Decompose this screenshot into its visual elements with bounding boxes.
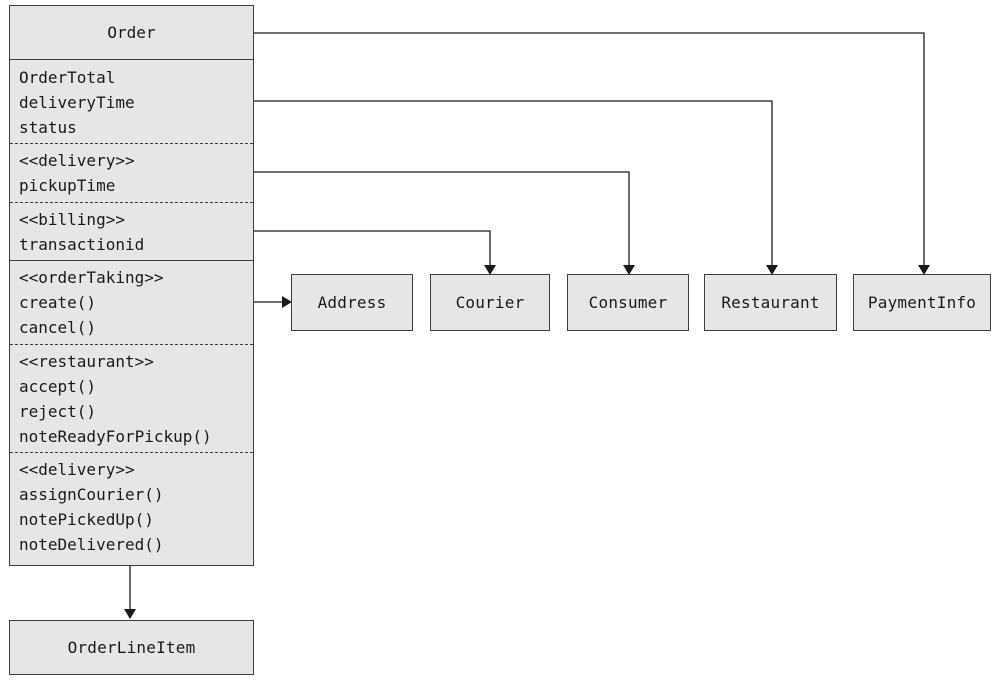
stereotype-order-taking: <<orderTaking>>: [19, 268, 164, 287]
restaurant-operations-section: <<restaurant>> accept() reject() noteRea…: [10, 345, 253, 453]
attribute-pickup-time: pickupTime: [19, 176, 116, 195]
attribute-order-total: OrderTotal: [19, 68, 116, 87]
order-taking-operations-section: <<orderTaking>> create() cancel(): [10, 261, 253, 345]
stereotype-billing: <<billing>>: [19, 210, 125, 229]
billing-attributes-section: <<billing>> transactionid: [10, 203, 253, 261]
operation-reject: reject(): [19, 402, 97, 421]
operation-create: create(): [19, 293, 97, 312]
order-attributes-section: OrderTotal deliveryTime status: [10, 60, 253, 144]
connector-transactionid-to-courier: [254, 230, 496, 275]
delivery-operations-section: <<delivery>> assignCourier() notePickedU…: [10, 453, 253, 565]
restaurant-class-box: Restaurant: [704, 274, 837, 331]
stereotype-delivery-ops: <<delivery>>: [19, 460, 135, 479]
address-class-box: Address: [291, 274, 413, 331]
connector-pickuptime-to-consumer: [254, 171, 635, 275]
consumer-class-box: Consumer: [567, 274, 689, 331]
delivery-attributes-section: <<delivery>> pickupTime: [10, 144, 253, 203]
attribute-status: status: [19, 118, 77, 137]
operation-cancel: cancel(): [19, 318, 97, 337]
orderlineitem-class-box: OrderLineItem: [9, 620, 254, 675]
order-class-box: Order OrderTotal deliveryTime status <<d…: [9, 5, 254, 566]
operation-note-ready-for-pickup: noteReadyForPickup(): [19, 427, 212, 446]
operation-note-delivered: noteDelivered(): [19, 535, 164, 554]
operation-accept: accept(): [19, 377, 97, 396]
paymentinfo-class-box: PaymentInfo: [853, 274, 991, 331]
operation-assign-courier: assignCourier(): [19, 485, 164, 504]
connector-order-to-paymentinfo: [254, 32, 930, 275]
stereotype-delivery: <<delivery>>: [19, 151, 135, 170]
courier-class-box: Courier: [430, 274, 550, 331]
stereotype-restaurant: <<restaurant>>: [19, 352, 154, 371]
operation-note-picked-up: notePickedUp(): [19, 510, 154, 529]
attribute-delivery-time: deliveryTime: [19, 93, 135, 112]
attribute-transaction-id: transactionid: [19, 235, 145, 254]
connector-deliverytime-to-restaurant: [254, 100, 778, 275]
order-class-title: Order: [10, 6, 253, 60]
